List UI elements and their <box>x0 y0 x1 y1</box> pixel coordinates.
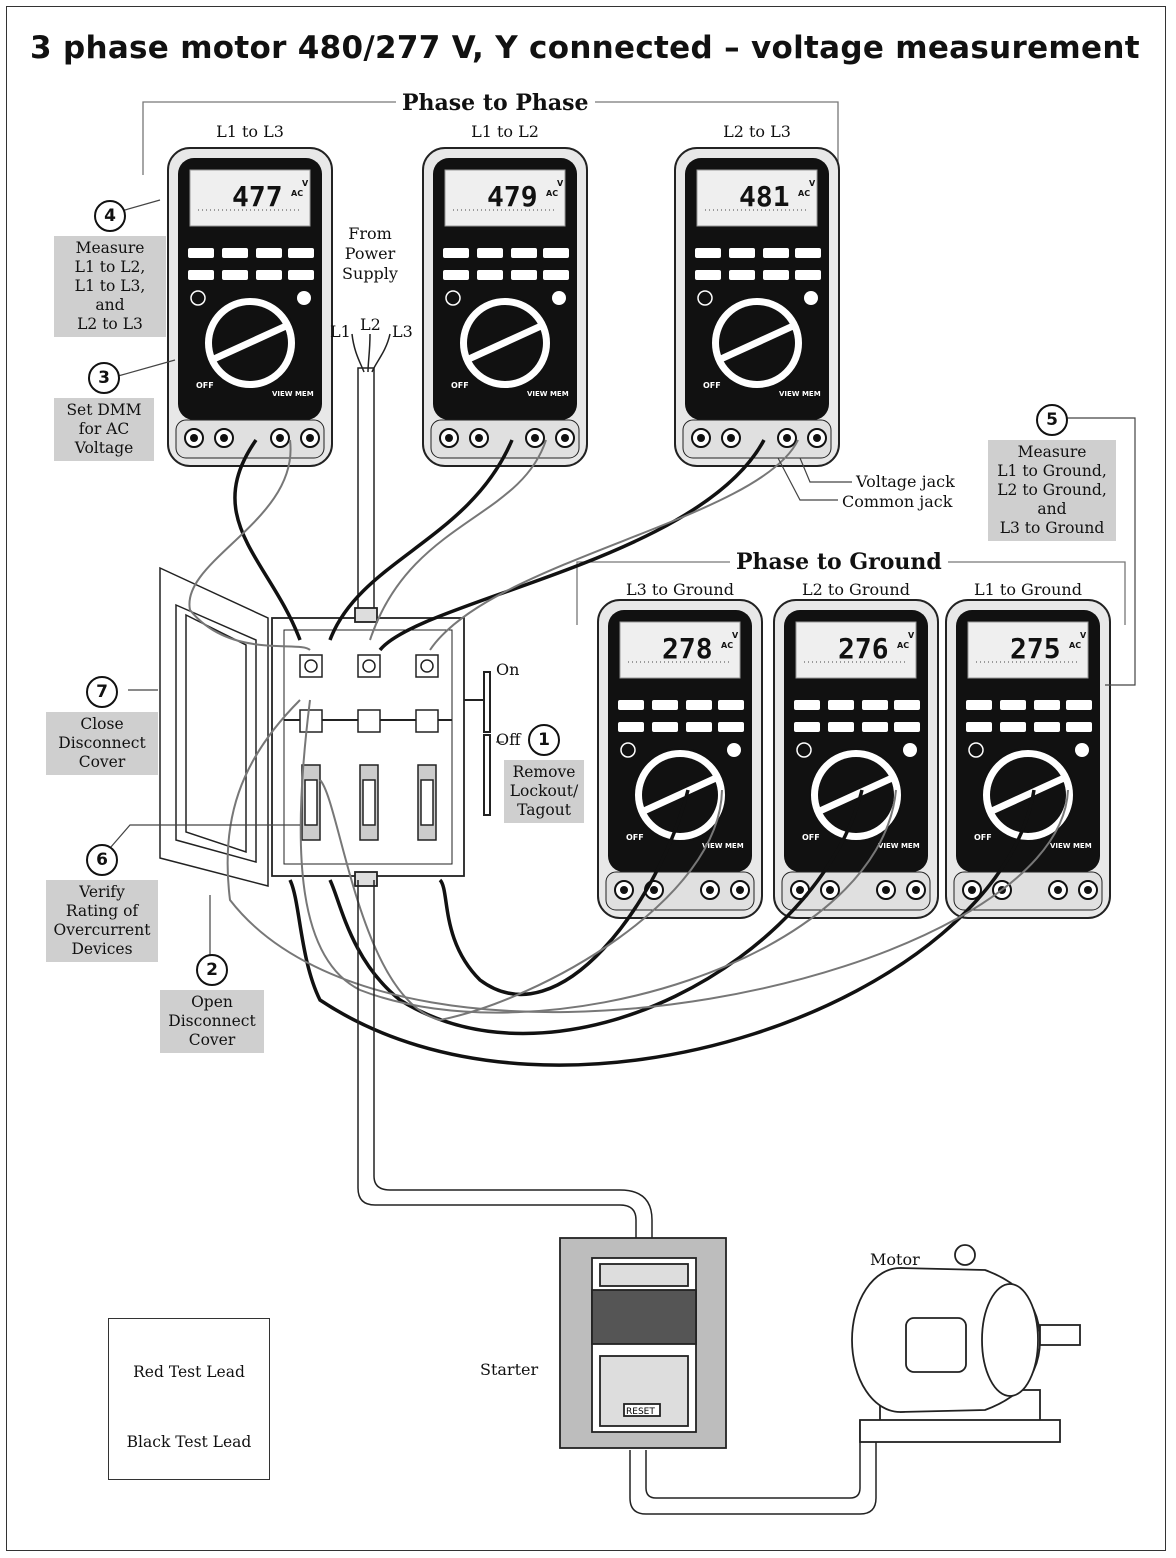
svg-text:V: V <box>1080 631 1087 640</box>
conduit-to-starter <box>357 880 877 1515</box>
supply-label: From Power Supply <box>342 224 398 283</box>
step-4-text: Measure L1 to L2, L1 to L3, and L2 to L3 <box>54 236 166 337</box>
svg-text:AC: AC <box>1069 641 1081 650</box>
diagram-title: 3 phase motor 480/277 V, Y connected – v… <box>30 30 1140 66</box>
meter-label-l1-l3: L1 to L3 <box>216 122 284 141</box>
switch-lugs <box>284 654 452 733</box>
reading-l2-ground: 276 <box>838 632 889 665</box>
legend-black-label: Black Test Lead <box>126 1433 252 1451</box>
step-2-text: Open Disconnect Cover <box>160 990 264 1053</box>
motor-drawing <box>851 1244 1081 1443</box>
svg-text:AC: AC <box>291 189 303 198</box>
phase-to-phase-heading: Phase to Phase <box>396 90 595 116</box>
reading-l3-ground: 278 <box>662 632 713 665</box>
svg-text:V: V <box>908 631 915 640</box>
step-5-text: Measure L1 to Ground, L2 to Ground, and … <box>988 440 1116 541</box>
meter-label-l2-ground: L2 to Ground <box>802 580 910 599</box>
step-2-badge: 2 <box>196 954 228 986</box>
reading-l1-ground: 275 <box>1010 632 1061 665</box>
reading-l1-l3: 477 <box>232 180 283 213</box>
step-7-text: Close Disconnect Cover <box>46 712 158 775</box>
meter-units: AC AC AC AC AC AC V V V V V V <box>291 179 1087 650</box>
meter-label-l1-l2: L1 to L2 <box>471 122 539 141</box>
callout-6: 6 Verify Rating of Overcurrent Devices <box>46 844 158 962</box>
voltage-jack-label: Voltage jack <box>856 472 955 491</box>
svg-text:AC: AC <box>546 189 558 198</box>
legend-red-label: Red Test Lead <box>133 1363 245 1381</box>
callout-2: 2 Open Disconnect Cover <box>160 954 264 1053</box>
step-1-text: Remove Lockout/ Tagout <box>504 760 584 823</box>
callout-4: 4 Measure L1 to L2, L1 to L3, and L2 to … <box>54 200 166 337</box>
step-6-badge: 6 <box>86 844 118 876</box>
callout-1: 1 Remove Lockout/ Tagout <box>504 724 584 823</box>
disconnect-cover <box>159 566 269 887</box>
supply-conduit <box>351 333 391 619</box>
svg-text:V: V <box>809 179 816 188</box>
svg-text:V: V <box>302 179 309 188</box>
common-jack-label: Common jack <box>842 492 953 511</box>
starter-enclosure <box>559 1237 727 1449</box>
meter-label-l2-l3: L2 to L3 <box>723 122 791 141</box>
legend: Red Test Lead Black Test Lead <box>108 1318 270 1480</box>
svg-text:V: V <box>732 631 739 640</box>
switch-on-label: On <box>496 660 520 679</box>
step-3-text: Set DMM for AC Voltage <box>54 398 154 461</box>
meter-label-l1-ground: L1 to Ground <box>974 580 1082 599</box>
svg-text:AC: AC <box>798 189 810 198</box>
svg-text:AC: AC <box>721 641 733 650</box>
step-4-badge: 4 <box>94 200 126 232</box>
supply-l1: L1 <box>330 322 351 341</box>
supply-l2: L2 <box>360 315 381 334</box>
supply-l3: L3 <box>392 322 413 341</box>
step-7-badge: 7 <box>86 676 118 708</box>
svg-text:V: V <box>557 179 564 188</box>
motor-label: Motor <box>870 1250 920 1269</box>
diagram-frame <box>6 6 1166 1551</box>
step-1-badge: 1 <box>528 724 560 756</box>
callout-5: 5 Measure L1 to Ground, L2 to Ground, an… <box>988 404 1116 541</box>
overcurrent-fuses <box>301 764 437 841</box>
reset-label: RESET <box>626 1407 655 1417</box>
disconnect-handle <box>464 671 491 816</box>
step-5-badge: 5 <box>1036 404 1068 436</box>
callout-3: 3 Set DMM for AC Voltage <box>54 362 154 461</box>
phase-to-ground-heading: Phase to Ground <box>730 549 948 575</box>
callout-7: 7 Close Disconnect Cover <box>46 676 158 775</box>
starter-label: Starter <box>480 1360 539 1379</box>
reading-l1-l2: 479 <box>487 180 538 213</box>
meter-readings: 477 479 481 278 276 275 <box>232 180 1061 665</box>
meter-label-l3-ground: L3 to Ground <box>626 580 734 599</box>
leader-lines <box>103 199 1136 955</box>
svg-text:AC: AC <box>897 641 909 650</box>
red-test-leads <box>188 439 1069 1022</box>
reading-l2-l3: 481 <box>739 180 790 213</box>
step-6-text: Verify Rating of Overcurrent Devices <box>46 880 158 962</box>
step-3-badge: 3 <box>88 362 120 394</box>
switch-off-label: Off <box>496 730 521 749</box>
